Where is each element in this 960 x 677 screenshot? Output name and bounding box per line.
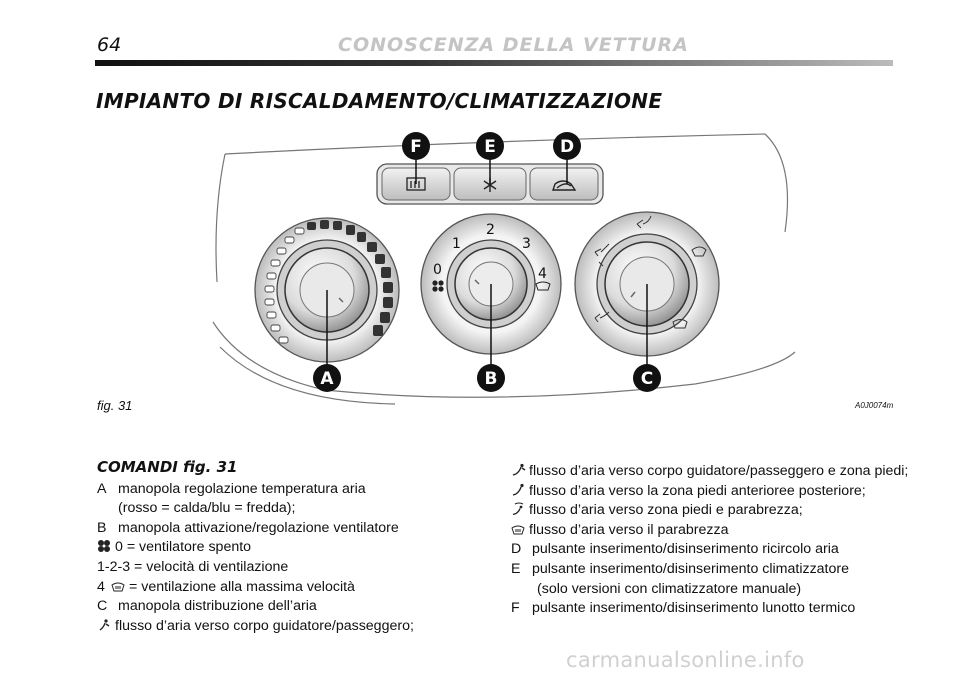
windshield-icon	[511, 521, 529, 541]
header-bar	[95, 60, 893, 66]
fan-speed-1-label: 1	[452, 236, 461, 252]
item-c-text: manopola distribuzione dell’aria	[118, 598, 317, 615]
callout-c: C	[633, 364, 661, 392]
item-d-text: pulsante inserimento/disinserimento rici…	[532, 541, 839, 558]
item-f: F pulsante inserimento/disinserimento lu…	[511, 599, 931, 619]
svg-text:C: C	[641, 369, 653, 389]
item-b-off: 0 = ventilatore spento	[97, 538, 497, 558]
figure-caption: fig. 31	[97, 398, 133, 413]
item-a-text-2: (rosso = calda/blu = fredda);	[118, 500, 296, 517]
item-c-body-text: flusso d’aria verso corpo guidatore/pass…	[115, 617, 414, 634]
item-a-text: manopola regolazione temperatura aria	[118, 480, 366, 497]
figure-code: A0J0074m	[855, 401, 894, 410]
item-f-key: F	[511, 600, 520, 617]
item-feet-windshield-text: flusso d’aria verso zona piedi e parabre…	[529, 502, 803, 519]
distribution-knob[interactable]	[574, 211, 720, 357]
airflow-feet-windshield-icon	[691, 246, 707, 257]
item-b-max-key: 4	[97, 578, 105, 595]
fan-icon	[97, 538, 115, 558]
recirculation-button[interactable]	[529, 167, 599, 201]
section-title: IMPIANTO DI RISCALDAMENTO/CLIMATIZZAZION…	[96, 89, 663, 113]
item-a-line2: (rosso = calda/blu = fredda);	[97, 499, 497, 519]
airflow-feet-icon	[511, 482, 529, 502]
airflow-body-feet-icon	[511, 462, 529, 482]
callout-d: D	[553, 132, 581, 160]
item-body-feet-text: flusso d’aria verso corpo guidatore/pass…	[529, 463, 909, 479]
item-b-max-text: = ventilazione alla massima velocità	[129, 578, 355, 595]
item-e-text-2: (solo versioni con climatizzatore manual…	[537, 580, 802, 597]
item-b-text: manopola attivazione/regolazione ventila…	[118, 519, 399, 536]
fan-speed-3-label: 3	[522, 236, 531, 252]
page-number: 64	[97, 34, 122, 56]
svg-text:B: B	[485, 369, 498, 389]
item-a-key: A	[97, 480, 107, 497]
fan-speed-0-label: 0	[433, 262, 442, 278]
item-b-off-text: 0 = ventilatore spento	[115, 539, 252, 556]
item-c-body: flusso d’aria verso corpo guidatore/pass…	[97, 617, 497, 637]
airflow-body-feet-icon	[594, 243, 610, 267]
callout-f: F	[402, 132, 430, 160]
item-body-feet: flusso d’aria verso corpo guidatore/pass…	[511, 462, 931, 482]
item-feet-text: flusso d’aria verso la zona piedi anteri…	[529, 482, 866, 499]
windshield-icon	[111, 578, 129, 598]
svg-text:E: E	[484, 137, 496, 157]
airflow-feet-icon	[594, 311, 610, 323]
fan-off-icon	[432, 280, 444, 292]
item-e: E pulsante inserimento/disinserimento cl…	[511, 560, 931, 580]
recirculation-icon	[552, 180, 577, 191]
item-d-key: D	[511, 541, 522, 558]
header-title: CONOSCENZA DELLA VETTURA	[338, 34, 689, 56]
airflow-body-icon	[636, 215, 652, 229]
windshield-max-icon	[535, 281, 551, 291]
callout-b: B	[477, 364, 505, 392]
item-b-speeds-text: 1-2-3 = velocità di ventilazione	[97, 558, 289, 575]
item-e-key: E	[511, 560, 521, 577]
item-windshield: flusso d’aria verso il parabrezza	[511, 521, 931, 541]
item-b-max: 4 = ventilazione alla massima velocità	[97, 578, 497, 598]
watermark: carmanualsonline.info	[566, 648, 805, 672]
item-windshield-text: flusso d’aria verso il parabrezza	[529, 521, 729, 538]
item-e-text: pulsante inserimento/disinserimento clim…	[532, 560, 849, 577]
item-b: B manopola attivazione/regolazione venti…	[97, 519, 497, 539]
item-b-key: B	[97, 519, 107, 536]
item-c-key: C	[97, 598, 108, 615]
item-b-speeds: 1-2-3 = velocità di ventilazione	[97, 558, 497, 578]
callout-a: A	[313, 364, 341, 392]
item-a: A manopola regolazione temperatura aria	[97, 480, 497, 500]
item-e-line2: (solo versioni con climatizzatore manual…	[511, 580, 931, 600]
controls-left-column: COMANDI fig. 31 A manopola regolazione t…	[97, 458, 497, 636]
fan-speed-4-label: 4	[538, 266, 547, 282]
item-d: D pulsante inserimento/disinserimento ri…	[511, 540, 931, 560]
svg-text:F: F	[410, 137, 422, 157]
airflow-feet-windshield-icon	[511, 501, 529, 521]
item-c: C manopola distribuzione dell’aria	[97, 597, 497, 617]
climate-panel-figure: 0 1 2 3 4	[212, 132, 796, 405]
callout-e: E	[476, 132, 504, 160]
controls-title: COMANDI fig. 31	[97, 458, 238, 476]
svg-text:D: D	[560, 137, 574, 157]
temperature-scale	[264, 220, 393, 344]
item-feet-windshield: flusso d’aria verso zona piedi e parabre…	[511, 501, 931, 521]
item-f-text: pulsante inserimento/disinserimento luno…	[532, 600, 856, 617]
fan-speed-2-label: 2	[486, 222, 495, 238]
item-feet: flusso d’aria verso la zona piedi anteri…	[511, 482, 931, 502]
airflow-windshield-icon	[672, 319, 688, 329]
controls-right-column: flusso d’aria verso corpo guidatore/pass…	[511, 462, 931, 619]
svg-text:A: A	[320, 369, 334, 389]
airflow-body-icon	[97, 617, 115, 637]
